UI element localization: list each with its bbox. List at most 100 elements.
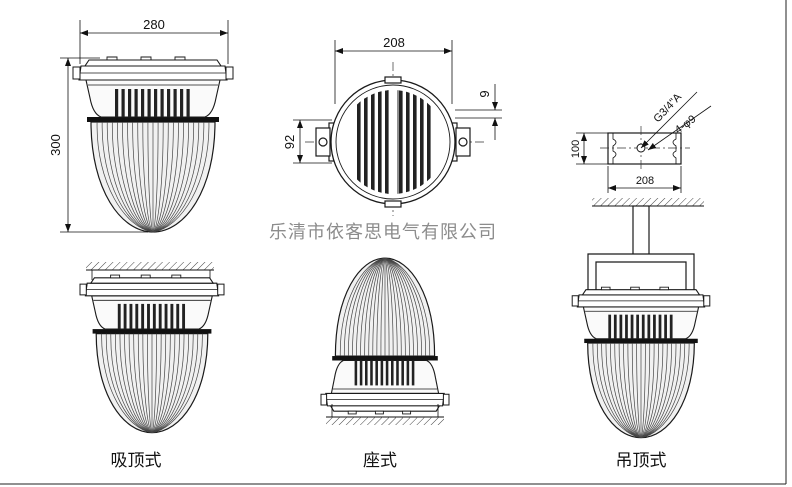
lid-boss [348,411,356,414]
glass-rib-line [385,258,426,356]
gasket-band [87,117,219,122]
lid-boss [660,287,669,290]
cooling-fin [186,89,190,117]
housing-body [92,296,213,329]
gasket-band [332,356,438,361]
holes-spec-label: 4-φ9 [673,113,699,136]
glass-rib-line [641,343,658,438]
mount-plan: 100 208 G3/4"A 4-φ9 [570,91,712,193]
cooling-fin [134,89,138,117]
cooling-fin [176,303,180,330]
glass-rib-line [153,122,173,232]
right-lug-hole [458,137,468,147]
cooling-fin [625,314,628,339]
dim-width-label: 280 [143,17,165,32]
cooling-fin [152,303,156,330]
cooling-fin [160,89,164,117]
cooling-fin [613,314,617,339]
cooling-fin [164,303,168,330]
glass-rib-line [385,258,401,356]
glass-rib-line [624,343,641,438]
lamp-ceiling-mount [80,275,224,433]
glass-rib-line [641,343,650,438]
glass-rib-line [641,343,667,438]
cooling-fin [391,360,394,386]
lid-boss [375,411,383,414]
lid-boss [631,287,640,290]
cooling-fin [354,360,358,386]
glass-rib-line [152,334,179,433]
cooling-fin [129,303,133,330]
cooling-fin [158,303,162,330]
mounting-tab [704,296,710,306]
cooling-fin [653,314,656,339]
glass-rib-line [152,334,157,433]
plan-fin [427,90,431,194]
gasket-band [584,338,698,344]
cooling-fin [147,89,151,117]
cooling-fin [396,360,399,386]
glass-rib-line [641,343,654,438]
cooling-fin [359,360,363,386]
mounting-tab [226,67,233,79]
glass-rib-line [152,334,161,433]
glass-rib-line [148,122,153,232]
pendant-mount-label: 吊顶式 [616,451,667,471]
lid-boss [107,57,117,60]
glass-rib-line [138,122,153,232]
lid-boss [141,57,151,60]
lid-boss [175,57,185,60]
glass-rib-line [147,334,152,433]
housing-body [86,80,220,117]
plan-fin [420,90,424,194]
glass-rib-line [153,122,163,232]
glass-rib-line [153,122,158,232]
glass-rib-line [128,122,153,232]
cooling-fin [375,360,378,386]
housing-body [583,307,698,339]
glass-rib-line [385,258,430,356]
dim-height-label: 300 [48,134,63,156]
plan-fin [399,90,403,194]
pendant-bracket-outer [587,253,695,293]
elevation-view: 280 300 [48,17,233,232]
lamp-elevation [73,57,233,232]
glass-rib-line [641,343,689,438]
base-hatch [326,417,444,425]
lamp-pendant-mount [572,287,710,438]
glass-rib-line [153,122,168,232]
dim-height-label: 100 [570,140,582,158]
housing-lid [85,60,221,66]
plan-fin [357,90,361,194]
dim-width-label: 208 [636,175,654,187]
glass-rib-line [641,343,672,438]
cooling-fin [370,360,373,386]
cooling-fin [380,360,384,386]
glass-rib-line [385,258,422,356]
lid-boss [111,275,120,278]
mounting-tab [572,296,578,306]
glass-rib-line [138,334,152,433]
mounting-tab [443,394,449,405]
cooling-fin [180,89,184,117]
lamp-base-mount [321,258,449,414]
cooling-fin [167,89,171,117]
glass-rib-line [153,122,199,232]
glass-rib-line [152,334,193,433]
housing-lid [583,290,700,295]
lid-boss [141,275,150,278]
glass-rib-line [619,343,641,438]
cooling-fin [641,314,645,339]
plan-fin [406,90,410,194]
ceiling-mount-label: 吸顶式 [111,451,162,471]
glass-rib-line [377,258,385,356]
ceiling-hatch [86,262,214,270]
cooling-fin [401,360,404,386]
glass-rib-line [385,258,413,356]
cooling-fin [406,360,410,386]
cooling-fin [658,314,662,339]
glass-rib-line [385,258,389,356]
glass-rib-line [152,334,198,433]
cooling-fin [664,314,667,339]
plan-fin [378,90,382,194]
